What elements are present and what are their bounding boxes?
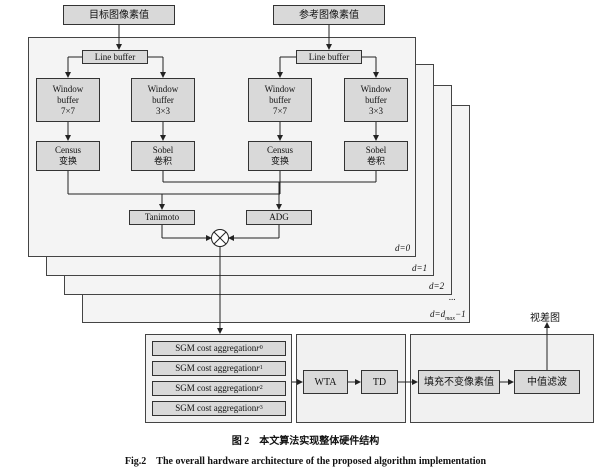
layer-label-d2: d=2 (429, 281, 445, 291)
line-buffer-left: Line buffer (82, 50, 148, 64)
layer-label-d1: d=1 (412, 263, 428, 273)
wta-box: WTA (303, 370, 348, 394)
fill-invariant-pixel-box: 填充不变像素值 (418, 370, 500, 394)
layer-label-dmax: d=dmax−1 (430, 309, 466, 322)
disparity-map-output: 视差图 (530, 313, 560, 324)
caption-cn: 图 2 本文算法实现整体硬件结构 (231, 436, 380, 447)
target-pixel-input: 目标图像素值 (63, 5, 175, 25)
layer-label-d0: d=0 (395, 243, 411, 253)
tanimoto-box: Tanimoto (129, 210, 195, 225)
reference-pixel-input: 参考图像素值 (273, 5, 385, 25)
line-buffer-right: Line buffer (296, 50, 362, 64)
adg-box: ADG (246, 210, 312, 225)
median-filter-box: 中值滤波 (514, 370, 580, 394)
layer-label-ellipsis: ... (449, 292, 456, 302)
caption-en: Fig.2 The overall hardware architecture … (124, 456, 487, 467)
td-box: TD (361, 370, 398, 394)
